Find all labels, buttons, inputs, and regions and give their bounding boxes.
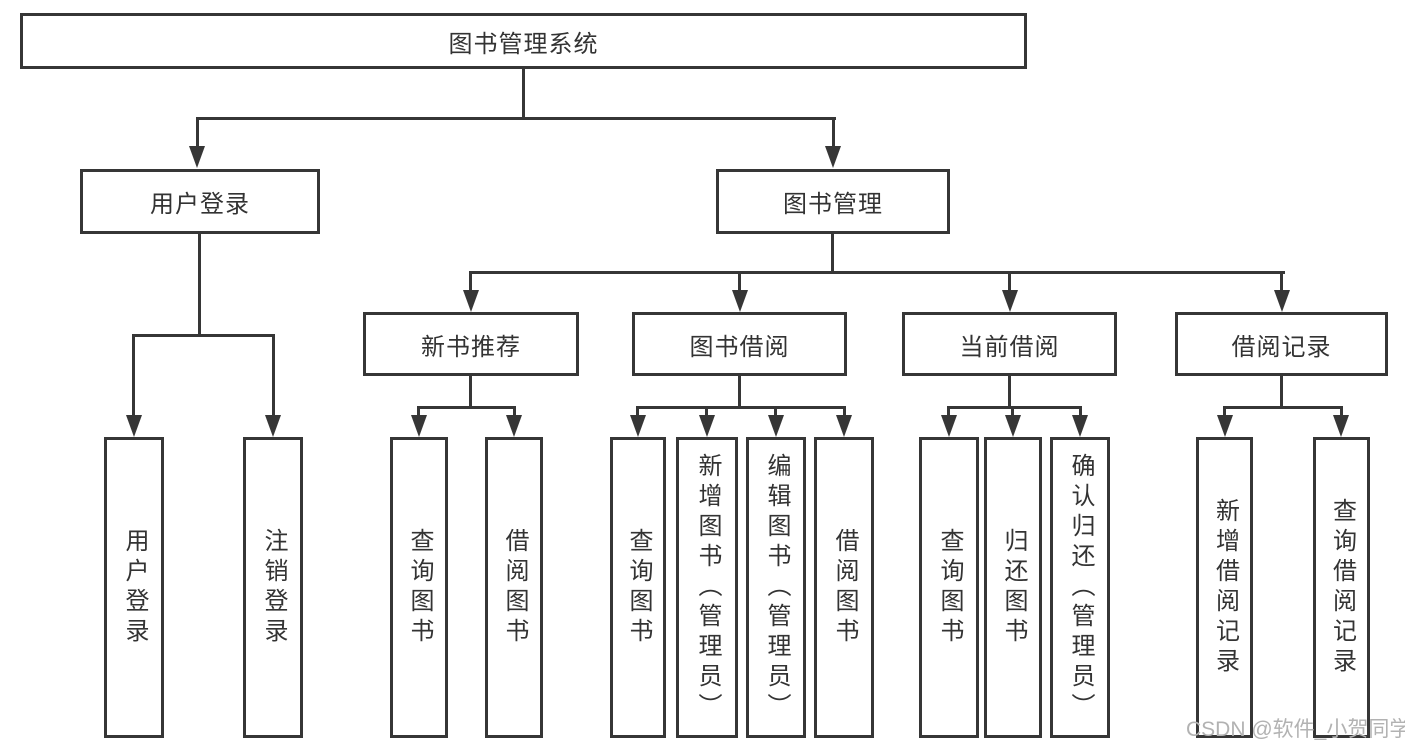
connector-to-borrow-record xyxy=(1280,271,1283,290)
leaf-user-login: 用户登录 xyxy=(104,437,164,738)
csdn-watermark: CSDN @软件_小贺同学 xyxy=(1186,718,1405,741)
leaf-label: 归还图书 xyxy=(1000,527,1027,648)
connector-to-nb-borrow xyxy=(513,406,516,415)
connector-to-user-login xyxy=(196,117,199,147)
connector-to-leaf-logout xyxy=(272,334,275,415)
leaf-label: 查询图书 xyxy=(936,527,963,648)
connector-to-book-mgmt xyxy=(832,117,835,147)
connector-book-mgmt-bus xyxy=(469,271,1285,274)
arrowhead-new-book-rec xyxy=(463,290,479,312)
arrowhead-user-login xyxy=(189,146,205,168)
leaf-bb-borrow-book: 借阅图书 xyxy=(814,437,874,738)
leaf-label: 新增借阅记录 xyxy=(1211,497,1239,678)
connector-root-stem xyxy=(522,69,525,119)
node-label: 借阅记录 xyxy=(1231,333,1332,361)
leaf-label: 确认归还（管理员） xyxy=(1067,452,1094,723)
connector-book-borrow-bus xyxy=(636,406,846,409)
connector-current-borrow-stem xyxy=(1008,376,1011,408)
leaf-label: 注销登录 xyxy=(260,527,287,648)
arrowhead-nb-query xyxy=(411,415,427,437)
node-label: 用户登录 xyxy=(150,191,250,218)
node-label: 图书管理系统 xyxy=(448,30,599,58)
arrowhead-bb-edit xyxy=(768,415,784,437)
node-new-book-recommend: 新书推荐 xyxy=(363,312,579,376)
connector-book-mgmt-stem xyxy=(831,234,834,273)
leaf-nb-query-book: 查询图书 xyxy=(390,437,448,738)
node-book-borrowing: 图书借阅 xyxy=(632,312,847,376)
leaf-nb-borrow-book: 借阅图书 xyxy=(485,437,543,738)
leaf-bb-edit-book: 编辑图书（管理员） xyxy=(746,437,806,738)
node-current-borrowing: 当前借阅 xyxy=(902,312,1117,376)
connector-to-cb-return xyxy=(1011,406,1014,415)
leaf-cb-confirm-return: 确认归还（管理员） xyxy=(1050,437,1110,738)
leaf-label: 借阅图书 xyxy=(831,527,858,648)
leaf-bb-query-book: 查询图书 xyxy=(610,437,666,738)
leaf-cb-return-book: 归还图书 xyxy=(984,437,1042,738)
connector-to-current-borrow xyxy=(1008,271,1011,290)
arrowhead-borrow-record xyxy=(1274,290,1290,312)
arrowhead-leaf-user-login xyxy=(126,415,142,437)
leaf-label: 编辑图书（管理员） xyxy=(763,452,790,723)
leaf-label: 查询借阅记录 xyxy=(1328,497,1356,678)
leaf-cb-query-book: 查询图书 xyxy=(919,437,979,738)
arrowhead-leaf-logout xyxy=(265,415,281,437)
leaf-br-add-record: 新增借阅记录 xyxy=(1196,437,1253,738)
connector-to-leaf-user-login xyxy=(132,334,135,415)
leaf-label: 借阅图书 xyxy=(501,527,528,648)
leaf-br-query-record: 查询借阅记录 xyxy=(1313,437,1370,738)
leaf-bb-add-book: 新增图书（管理员） xyxy=(676,437,738,738)
node-label: 新书推荐 xyxy=(421,333,521,361)
arrowhead-current-borrow xyxy=(1002,290,1018,312)
connector-new-book-rec-stem xyxy=(469,376,472,408)
arrowhead-book-borrow xyxy=(732,290,748,312)
node-library-system: 图书管理系统 xyxy=(20,13,1027,69)
node-user-login: 用户登录 xyxy=(80,169,320,234)
connector-to-new-book-rec xyxy=(469,271,472,290)
node-label: 当前借阅 xyxy=(959,333,1060,361)
arrowhead-bb-borrow xyxy=(836,415,852,437)
arrowhead-bb-query xyxy=(630,415,646,437)
node-label: 图书管理 xyxy=(783,191,883,218)
connector-to-cb-confirm xyxy=(1079,406,1082,415)
connector-new-book-rec-bus xyxy=(417,406,516,409)
connector-to-bb-add xyxy=(705,406,708,415)
node-borrow-records: 借阅记录 xyxy=(1175,312,1388,376)
node-label: 图书借阅 xyxy=(689,333,790,361)
connector-user-login-stem xyxy=(198,234,201,336)
connector-book-borrow-stem xyxy=(738,376,741,408)
arrowhead-book-mgmt xyxy=(825,146,841,168)
connector-borrow-record-bus xyxy=(1223,406,1343,409)
leaf-label: 用户登录 xyxy=(121,527,148,648)
arrowhead-cb-return xyxy=(1005,415,1021,437)
arrowhead-cb-query xyxy=(941,415,957,437)
connector-borrow-record-stem xyxy=(1280,376,1283,408)
leaf-label: 查询图书 xyxy=(625,527,652,648)
connector-to-bb-borrow xyxy=(843,406,846,415)
connector-to-book-borrow xyxy=(738,271,741,290)
connector-root-bus xyxy=(197,117,836,120)
connector-to-nb-query xyxy=(417,406,420,415)
connector-user-login-bus xyxy=(132,334,275,337)
connector-to-cb-query xyxy=(947,406,950,415)
connector-to-br-query xyxy=(1340,406,1343,415)
leaf-label: 新增图书（管理员） xyxy=(694,452,721,723)
node-book-management: 图书管理 xyxy=(716,169,950,234)
arrowhead-br-add xyxy=(1217,415,1233,437)
arrowhead-cb-confirm xyxy=(1072,415,1088,437)
arrowhead-nb-borrow xyxy=(506,415,522,437)
leaf-label: 查询图书 xyxy=(406,527,433,648)
connector-to-bb-query xyxy=(636,406,639,415)
arrowhead-bb-add xyxy=(699,415,715,437)
leaf-logout: 注销登录 xyxy=(243,437,303,738)
arrowhead-br-query xyxy=(1333,415,1349,437)
connector-to-br-add xyxy=(1223,406,1226,415)
connector-current-borrow-bus xyxy=(947,406,1082,409)
connector-to-bb-edit xyxy=(774,406,777,415)
